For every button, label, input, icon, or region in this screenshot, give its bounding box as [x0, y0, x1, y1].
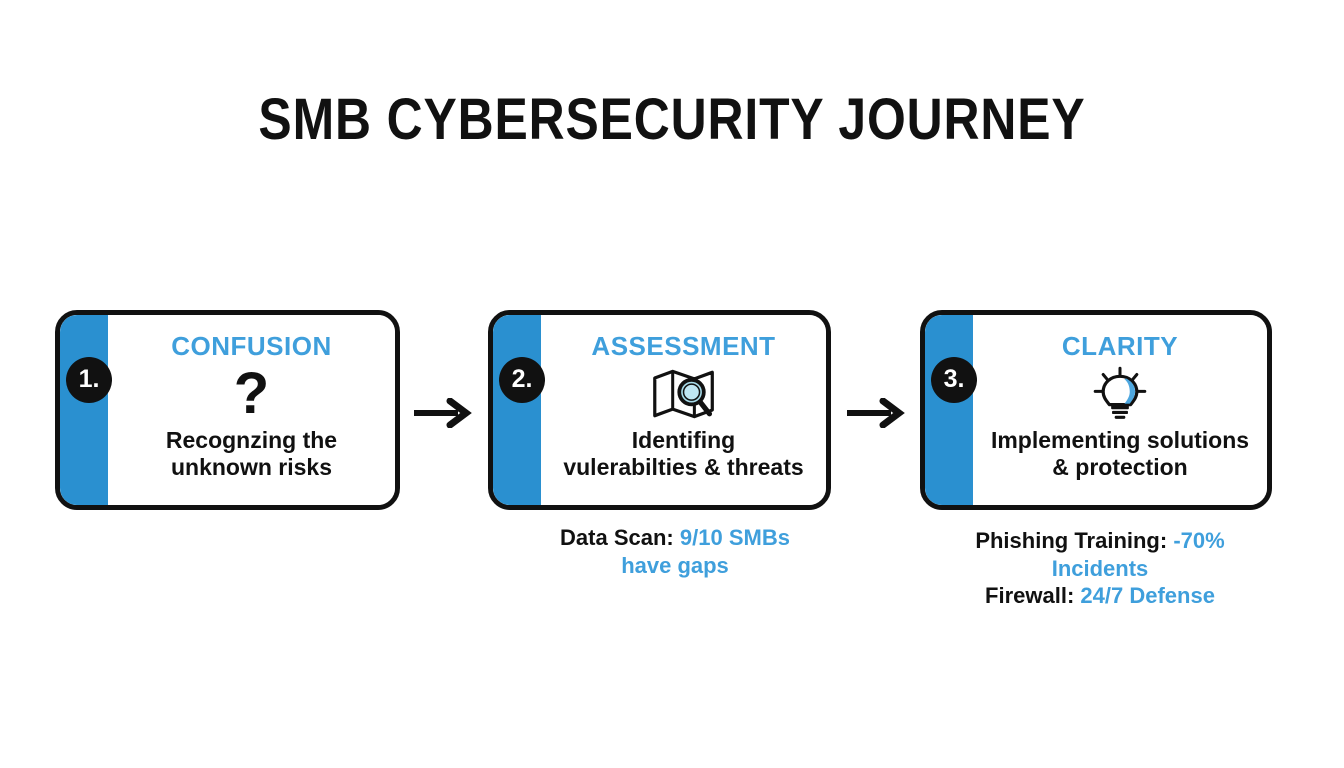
caption-clarity-value-2: 24/7 Defense [1080, 583, 1215, 608]
step-heading-assessment: ASSESSMENT [591, 331, 776, 361]
step-card-clarity-surface [925, 315, 1267, 505]
step-heading-confusion: CONFUSION [171, 331, 332, 361]
step-description-3-line2: & protection [1052, 454, 1188, 481]
caption-assessment-label-1: Data Scan: [560, 525, 674, 550]
step-description-2-line1: Identifing [631, 427, 736, 453]
caption-clarity-value-1: -70% Incidents [1051, 528, 1225, 581]
caption-clarity-label-2: Firewall: [985, 583, 1075, 608]
step-description-3: Implementing solutions & protection [981, 427, 1259, 481]
step-accent-stripe [493, 315, 541, 505]
step-number-badge-3: 3. [931, 357, 977, 403]
step-accent-stripe [60, 315, 108, 505]
caption-assessment: Data Scan: 9/10 SMBs have gaps [545, 524, 805, 579]
step-description-1-line1: Recognzing the [165, 427, 338, 453]
step-card-content-1: CONFUSION ? Recognzing the unknown risks [108, 315, 395, 505]
step-accent-stripe [925, 315, 973, 505]
arrow-step2-to-step3 [845, 397, 907, 429]
step-number-badge-2: 2. [499, 357, 545, 403]
page-title: SMB CYBERSECURITY JOURNEY [258, 87, 1086, 152]
step-card-assessment[interactable]: 2. ASSESSMENT Identifing vulerabilt [488, 310, 831, 510]
step-card-confusion[interactable]: 1. CONFUSION ? Recognzing the unknown ri… [55, 310, 400, 510]
step-card-clarity[interactable]: 3. CLARITY [920, 310, 1272, 510]
question-mark-glyph: ? [233, 361, 270, 426]
step-description-2-line2: vulerabilties & threats [563, 454, 804, 481]
caption-clarity: Phishing Training: -70% Incidents Firewa… [930, 527, 1270, 610]
step-description-2: Identifing vulerabilties & threats [553, 427, 813, 481]
step-description-1-line2: unknown risks [170, 454, 333, 481]
journey-flow: 1. CONFUSION ? Recognzing the unknown ri… [0, 310, 1344, 520]
caption-assessment-value-1: 9/10 SMBs [679, 525, 790, 550]
step-description-1: Recognzing the unknown risks [156, 427, 347, 481]
step-card-content-2: ASSESSMENT Identifing vulerabilties & th… [541, 315, 826, 505]
step-card-confusion-surface [60, 315, 395, 505]
map-magnifier-icon [651, 363, 717, 425]
caption-assessment-value-2: have gaps [621, 552, 729, 578]
step-heading-clarity: CLARITY [1061, 331, 1179, 361]
caption-clarity-label-1: Phishing Training: [975, 528, 1168, 553]
step-number-badge-1: 1. [66, 357, 112, 403]
step-description-3-line1: Implementing solutions [990, 427, 1250, 453]
lightbulb-icon [1089, 363, 1151, 425]
step-card-content-3: CLARITY [973, 315, 1267, 505]
arrow-step1-to-step2 [412, 397, 474, 429]
question-mark-icon: ? [234, 363, 269, 425]
